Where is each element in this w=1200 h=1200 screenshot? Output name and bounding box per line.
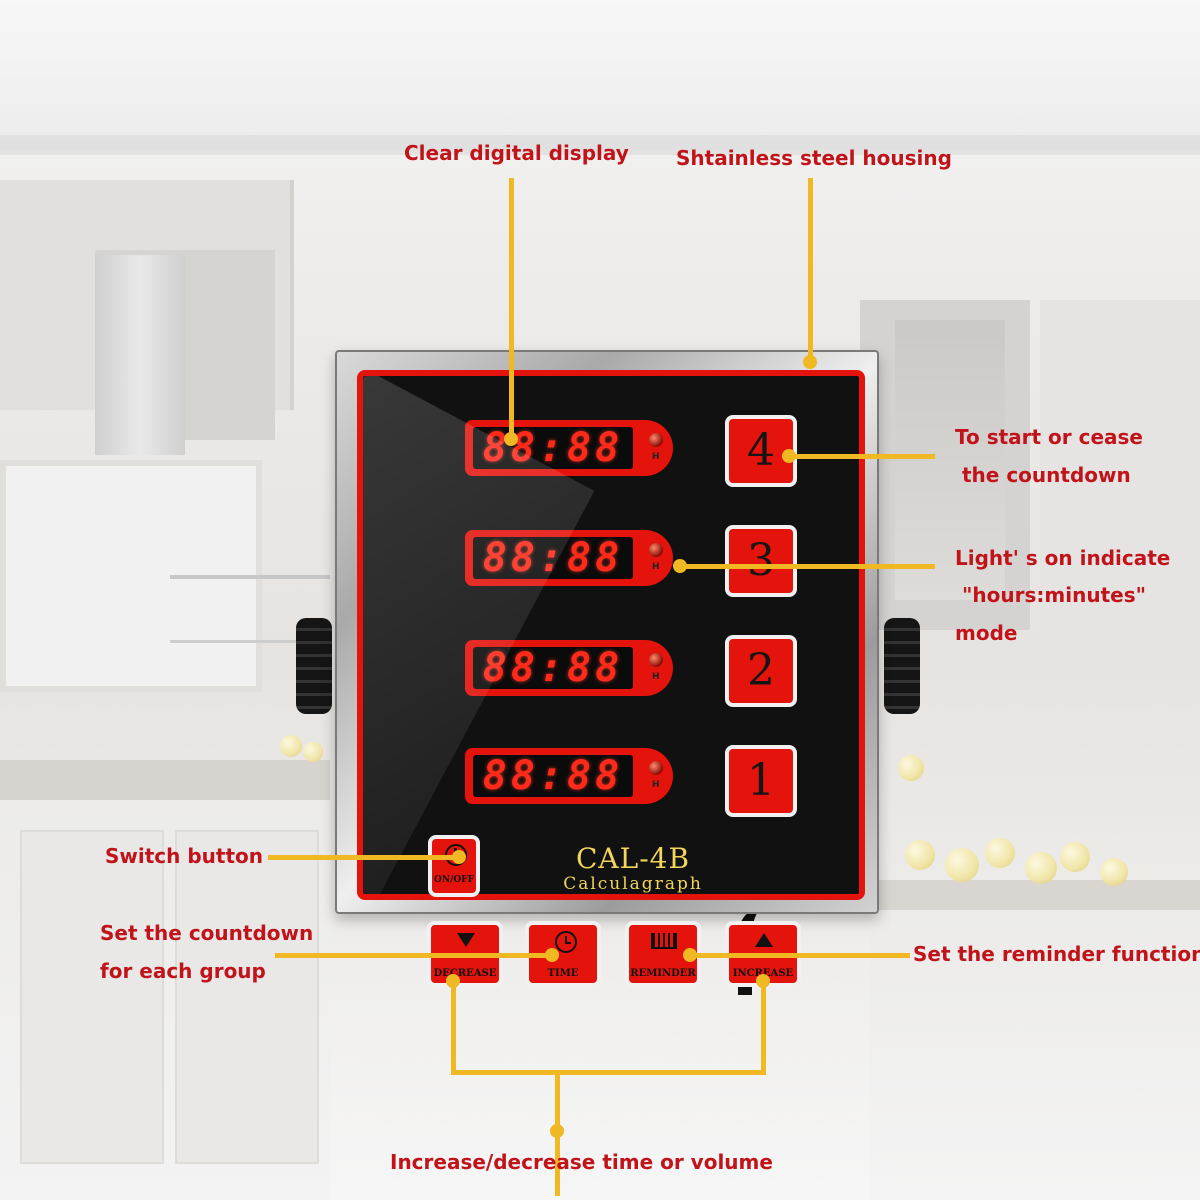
hour-mode-led-4 — [649, 433, 663, 447]
background-lemon — [1100, 858, 1128, 886]
timer-row-3: 88:88 H — [465, 530, 673, 586]
background-lemon — [280, 735, 302, 757]
leader-line-lights — [680, 564, 935, 569]
leader-dot — [756, 974, 770, 988]
group-key-3[interactable]: 3 — [725, 525, 797, 597]
background-cabinet-door — [20, 830, 164, 1164]
leader-line-decrease — [451, 980, 456, 1074]
mounting-knob-left — [296, 618, 332, 714]
background-cabinet-door — [175, 830, 319, 1164]
background-base-cabinet — [0, 800, 330, 1200]
leader-line-bracket — [451, 1070, 766, 1075]
background-lemon — [985, 838, 1015, 868]
model-name: CAL-4B — [575, 842, 691, 875]
timer-display-1: 88:88 — [473, 755, 633, 797]
hour-mode-label: H — [652, 562, 660, 572]
annotation-reminder: Set the reminder function — [913, 942, 1200, 966]
background-beam — [0, 135, 1200, 155]
leader-line-reminder — [690, 953, 910, 958]
leader-dot — [452, 850, 466, 864]
annotation-start-line2: the countdown — [962, 463, 1131, 487]
leader-dot — [782, 449, 796, 463]
kitchen-timer-device: 88:88 H 4 88:88 H 3 88:88 H 2 88:88 H 1 … — [335, 350, 879, 987]
background-lemon — [905, 840, 935, 870]
brand-label: CAL-4B Calculagraph — [543, 842, 723, 895]
leader-line-countdown — [275, 953, 550, 958]
annotation-lights-line3: mode — [955, 621, 1018, 645]
annotation-lights-line2: "hours:minutes" — [962, 583, 1147, 607]
annotation-lights-line1: Light' s on indicate — [955, 546, 1171, 570]
arrow-down-icon — [457, 933, 475, 947]
leader-line-increase — [761, 980, 766, 1074]
hour-mode-label: H — [652, 452, 660, 462]
increase-button-label: INCREASE — [729, 968, 797, 979]
decrease-button-label: DECREASE — [433, 968, 497, 979]
leader-line-housing — [808, 178, 813, 358]
leader-dot — [673, 559, 687, 573]
annotation-countdown-line2: for each group — [100, 959, 266, 983]
annotation-display: Clear digital display — [404, 141, 629, 165]
power-button[interactable]: ON/OFF — [428, 835, 480, 897]
fryer-basket-icon — [651, 933, 677, 949]
hour-mode-label: H — [652, 672, 660, 682]
timer-display-4: 88:88 — [473, 427, 633, 469]
group-key-1[interactable]: 1 — [725, 745, 797, 817]
mounting-knob-right — [884, 618, 920, 714]
annotation-housing: Shtainless steel housing — [676, 146, 952, 170]
timer-row-1: 88:88 H — [465, 748, 673, 804]
leader-line-switch — [268, 855, 458, 860]
power-button-label: ON/OFF — [434, 875, 474, 885]
time-button-label: TIME — [547, 968, 579, 979]
leader-dot — [446, 974, 460, 988]
background-ceiling — [0, 0, 1200, 150]
background-range-hood — [95, 255, 185, 455]
leader-dot — [550, 1124, 564, 1138]
background-lemon — [945, 848, 979, 882]
hour-mode-led-2 — [649, 653, 663, 667]
leader-dot — [504, 432, 518, 446]
background-base-cabinet — [870, 910, 1200, 1200]
hour-mode-led-3 — [649, 543, 663, 557]
leader-dot — [545, 948, 559, 962]
leader-dot — [683, 948, 697, 962]
background-shelf — [170, 575, 330, 579]
timer-display-2: 88:88 — [473, 647, 633, 689]
background-glass-door — [895, 320, 1005, 600]
clock-icon — [555, 931, 577, 953]
annotation-start-line1: To start or cease — [955, 425, 1143, 449]
background-wall — [1040, 300, 1200, 630]
background-counter — [870, 880, 1200, 910]
timer-row-2: 88:88 H — [465, 640, 673, 696]
background-counter — [0, 760, 330, 800]
leader-dot — [803, 355, 817, 369]
background-lemon — [1060, 842, 1090, 872]
hour-mode-led-1 — [649, 761, 663, 775]
timer-display-3: 88:88 — [473, 537, 633, 579]
annotation-increase-decrease: Increase/decrease time or volume — [390, 1150, 773, 1174]
hour-mode-label: H — [652, 780, 660, 790]
leader-line-start — [790, 454, 935, 459]
group-key-2[interactable]: 2 — [725, 635, 797, 707]
background-lemon — [898, 755, 924, 781]
background-lemon — [1025, 852, 1057, 884]
leader-line-display — [509, 178, 514, 438]
annotation-switch: Switch button — [105, 844, 264, 868]
arrow-up-icon — [755, 933, 773, 947]
model-subtitle: Calculagraph — [563, 874, 703, 894]
background-lemon — [303, 742, 323, 762]
reminder-button-label: REMINDER — [630, 968, 696, 979]
timer-row-4: 88:88 H — [465, 420, 673, 476]
group-key-4[interactable]: 4 — [725, 415, 797, 487]
annotation-countdown-line1: Set the countdown — [100, 921, 314, 945]
background-shelf — [170, 640, 330, 643]
